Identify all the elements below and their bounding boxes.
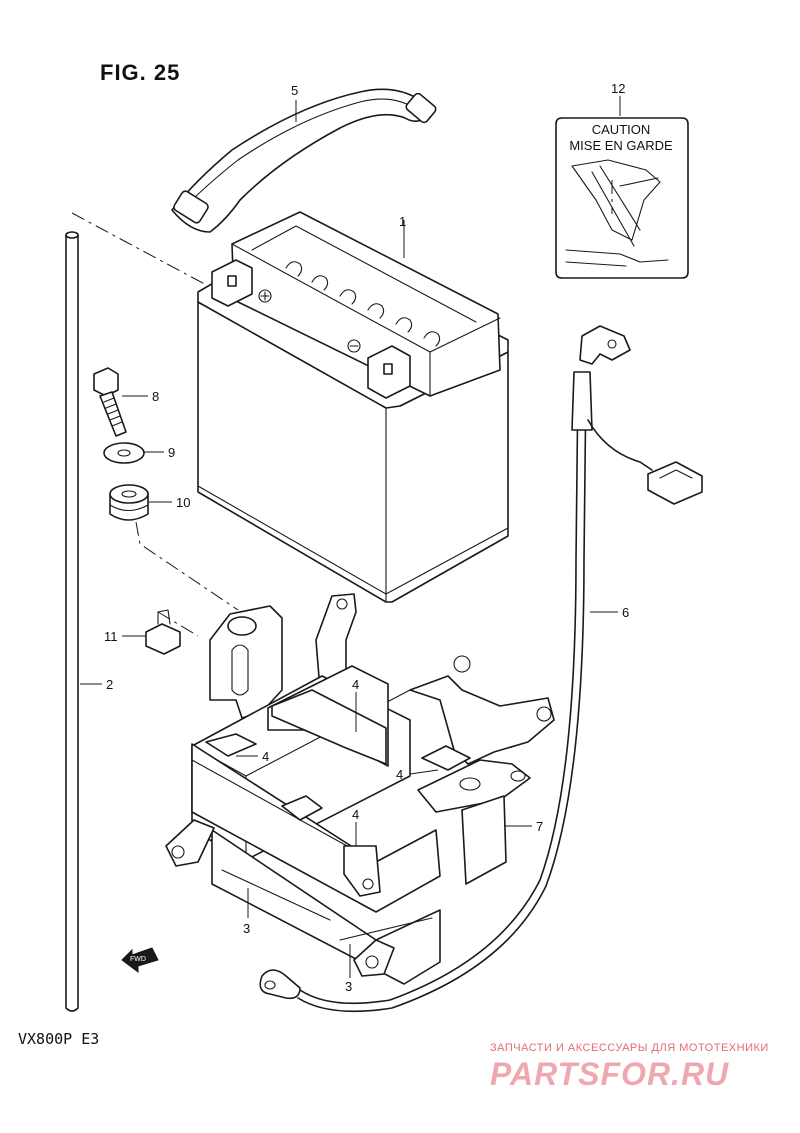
watermark-logo: PARTSFOR.RU (490, 1056, 730, 1092)
model-code: VX800P E3 (18, 1030, 100, 1048)
ref-4d: 4 (352, 807, 359, 822)
ref-11: 11 (104, 629, 118, 644)
ref-6: 6 (622, 605, 629, 620)
battery-holder (165, 593, 555, 985)
bolt (93, 367, 127, 437)
caution-label-line2: MISE EN GARDE (569, 138, 673, 153)
ref-4c: 4 (396, 767, 403, 782)
battery (197, 211, 509, 603)
grommet (109, 484, 149, 521)
ground-lead (259, 325, 703, 1013)
caution-label: CAUTION MISE EN GARDE (555, 117, 689, 279)
caution-label-line1: CAUTION (592, 122, 651, 137)
watermark-tagline: ЗАПЧАСТИ И АКСЕССУАРЫ ДЛЯ МОТОТЕХНИКИ (490, 1042, 769, 1054)
ref-3a: 3 (243, 921, 250, 936)
ref-1: 1 (399, 214, 406, 229)
ref-9: 9 (168, 445, 175, 460)
ref-2: 2 (106, 677, 113, 692)
ref-3b: 3 (345, 979, 352, 994)
callouts: 5 1 12 8 9 10 11 2 6 7 4 4 4 (80, 81, 629, 994)
fwd-arrow-icon: FWD (121, 947, 159, 973)
cushions (205, 689, 471, 821)
ref-4b: 4 (262, 749, 269, 764)
ref-12: 12 (611, 81, 625, 96)
battery-band (171, 88, 437, 233)
grommet-leader (135, 521, 239, 611)
ref-8: 8 (152, 389, 159, 404)
ref-7: 7 (536, 819, 543, 834)
nut (145, 609, 199, 655)
ref-4a: 4 (352, 677, 359, 692)
washer (103, 442, 145, 464)
side-cushion (461, 795, 507, 885)
ref-10: 10 (176, 495, 190, 510)
fwd-label: FWD (130, 956, 146, 963)
breather-tube (65, 212, 213, 1012)
ref-5: 5 (291, 83, 298, 98)
figure-title: FIG. 25 (100, 60, 181, 85)
